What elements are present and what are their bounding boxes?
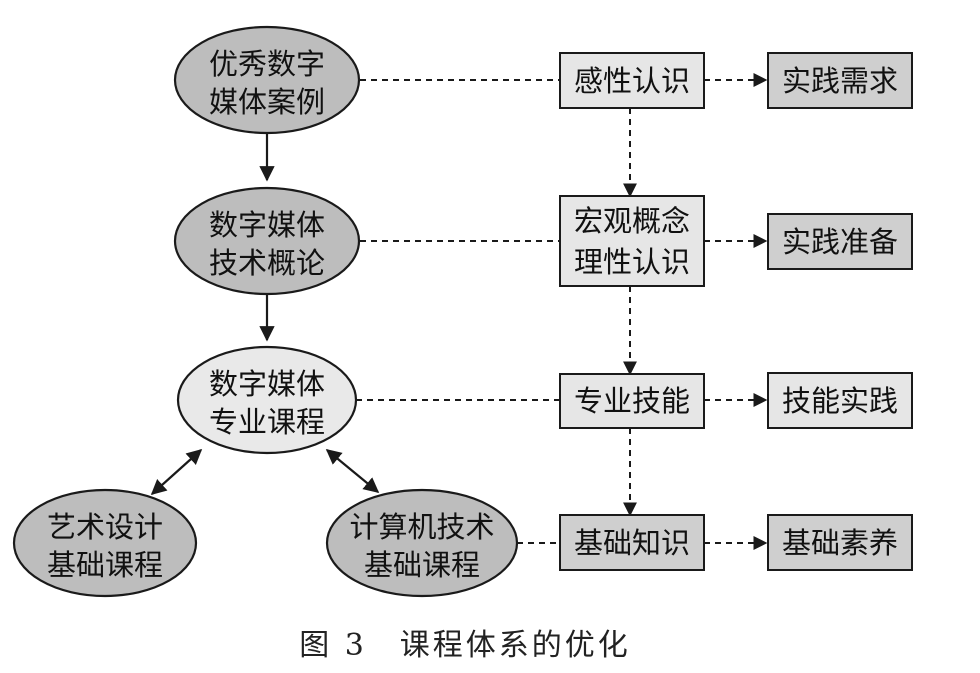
ellipse-computer-tech-line2: 基础课程 [364,548,480,582]
ellipse-art-design: 艺术设计 基础课程 [12,488,198,598]
ellipse-excellent-cases-line1: 优秀数字 [209,47,325,81]
figure-caption: 图 3 课程体系的优化 [299,628,631,663]
ellipse-computer-tech-line1: 计算机技术 [349,510,494,544]
box-basic-knowledge: 基础知识 [559,514,705,571]
box-skills: 专业技能 [559,373,705,429]
box-skill-practice-label: 技能实践 [782,384,898,418]
box-basic-quality-label: 基础素养 [782,526,898,560]
box-practice-demand-label: 实践需求 [782,64,898,98]
ellipse-major-courses-line2: 专业课程 [209,405,325,439]
box-rational: 宏观概念 理性认识 [559,195,705,287]
box-skill-practice: 技能实践 [767,372,913,429]
ellipse-tech-intro-line1: 数字媒体 [209,208,325,242]
ellipse-tech-intro-line2: 技术概论 [209,246,325,280]
box-practice-prep: 实践准备 [767,213,913,270]
box-rational-line1: 宏观概念 [574,204,690,238]
ellipse-excellent-cases: 优秀数字 媒体案例 [173,25,361,135]
box-skills-label: 专业技能 [574,384,690,418]
box-rational-line2: 理性认识 [574,245,690,279]
box-practice-demand: 实践需求 [767,52,913,109]
box-basic-quality: 基础素养 [767,514,913,571]
ellipse-art-design-line2: 基础课程 [47,548,163,582]
ellipse-major-courses-line1: 数字媒体 [209,367,325,401]
box-perceptual-label: 感性认识 [574,64,690,98]
box-practice-prep-label: 实践准备 [782,225,898,259]
ellipse-computer-tech: 计算机技术 基础课程 [325,488,519,598]
double-arrow-major-computer [325,449,380,493]
ellipse-art-design-line1: 艺术设计 [47,510,163,544]
ellipse-major-courses: 数字媒体 专业课程 [176,345,358,455]
ellipse-tech-intro: 数字媒体 技术概论 [173,186,361,296]
double-arrow-major-art [150,448,203,496]
box-basic-knowledge-label: 基础知识 [574,526,690,560]
ellipse-excellent-cases-line2: 媒体案例 [209,85,325,119]
box-perceptual: 感性认识 [559,52,705,109]
